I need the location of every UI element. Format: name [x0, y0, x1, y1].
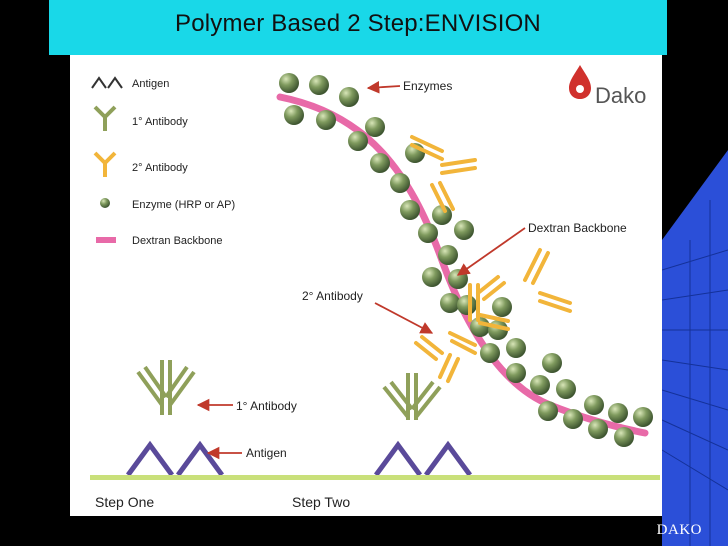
- legend-label-enzyme: Enzyme (HRP or AP): [132, 199, 235, 211]
- step-two-label: Step Two: [292, 494, 350, 510]
- callout-antigen: Antigen: [246, 446, 287, 460]
- step-two-antigen: [373, 440, 473, 477]
- step-two-complex: [373, 373, 473, 477]
- envision-diagram: Antigen 1° Antibody 2° Antibody Enzyme (…: [90, 65, 660, 510]
- dextran-backbone-icon: [96, 237, 116, 243]
- step-one-label: Step One: [95, 494, 154, 510]
- callout-primary-antibody: 1° Antibody: [236, 399, 297, 413]
- dako-logo: Dako: [569, 65, 646, 108]
- dako-logo-text: Dako: [595, 83, 646, 108]
- legend-label-antigen: Antigen: [132, 78, 169, 90]
- primary-antibody-icon: [93, 105, 117, 131]
- step-one-complex: [125, 360, 225, 477]
- legend-label-primary-antibody: 1° Antibody: [132, 116, 188, 128]
- callout-arrows: [196, 81, 526, 460]
- enzyme-icon: [100, 198, 110, 208]
- tissue-surface: [90, 475, 660, 480]
- step-one-primary-antibody: [136, 360, 196, 415]
- enzyme-polymer: [279, 73, 653, 447]
- dextran-backbone: [276, 93, 649, 437]
- secondary-antibodies: [410, 135, 572, 383]
- antigen-icon: [91, 76, 123, 89]
- callout-enzymes: Enzymes: [403, 79, 452, 93]
- slide-title: Polymer Based 2 Step:ENVISION: [175, 10, 541, 37]
- legend-label-dextran-backbone: Dextran Backbone: [132, 235, 223, 247]
- footer-brand: DAKO: [656, 522, 702, 538]
- title-bar: Polymer Based 2 Step:ENVISION: [49, 0, 667, 55]
- callout-dextran-backbone: Dextran Backbone: [528, 221, 627, 235]
- legend: Antigen 1° Antibody 2° Antibody Enzyme (…: [91, 76, 235, 247]
- secondary-antibody-icon: [93, 151, 117, 177]
- callout-secondary-antibody: 2° Antibody: [302, 289, 363, 303]
- step-one-antigen: [125, 440, 225, 477]
- diagram-panel: Antigen 1° Antibody 2° Antibody Enzyme (…: [70, 55, 662, 516]
- step-two-primary-antibody: [382, 373, 442, 420]
- legend-label-secondary-antibody: 2° Antibody: [132, 162, 188, 174]
- dako-drop-icon: [569, 65, 591, 99]
